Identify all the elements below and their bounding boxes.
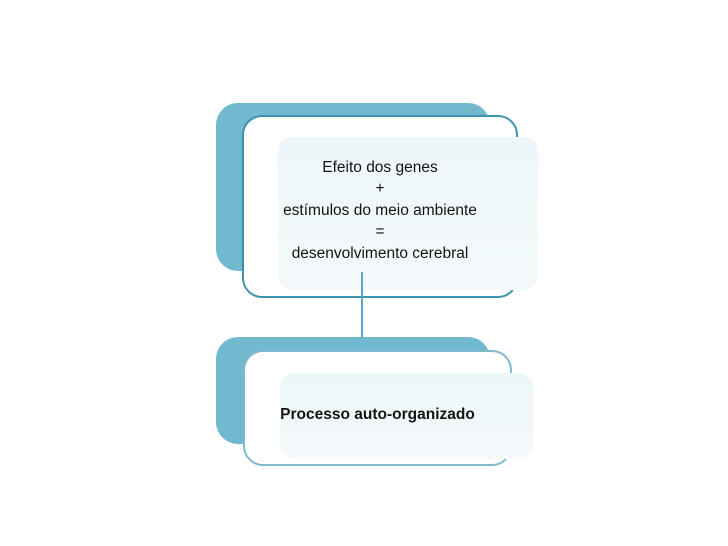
equation-node[interactable]: Efeito dos genes + estímulos do meio amb…	[216, 103, 538, 298]
equation-node-inner-panel	[278, 137, 538, 290]
result-node-card[interactable]: Processo auto-organizado	[243, 350, 533, 466]
result-node[interactable]: Processo auto-organizado	[216, 337, 533, 466]
equation-node-text: Efeito dos genes + estímulos do meio amb…	[283, 159, 477, 262]
result-node-inner-panel	[280, 373, 533, 459]
result-node-text: Processo auto-organizado	[280, 406, 475, 423]
connector-line	[361, 272, 363, 342]
equation-node-card[interactable]: Efeito dos genes + estímulos do meio amb…	[242, 115, 538, 298]
